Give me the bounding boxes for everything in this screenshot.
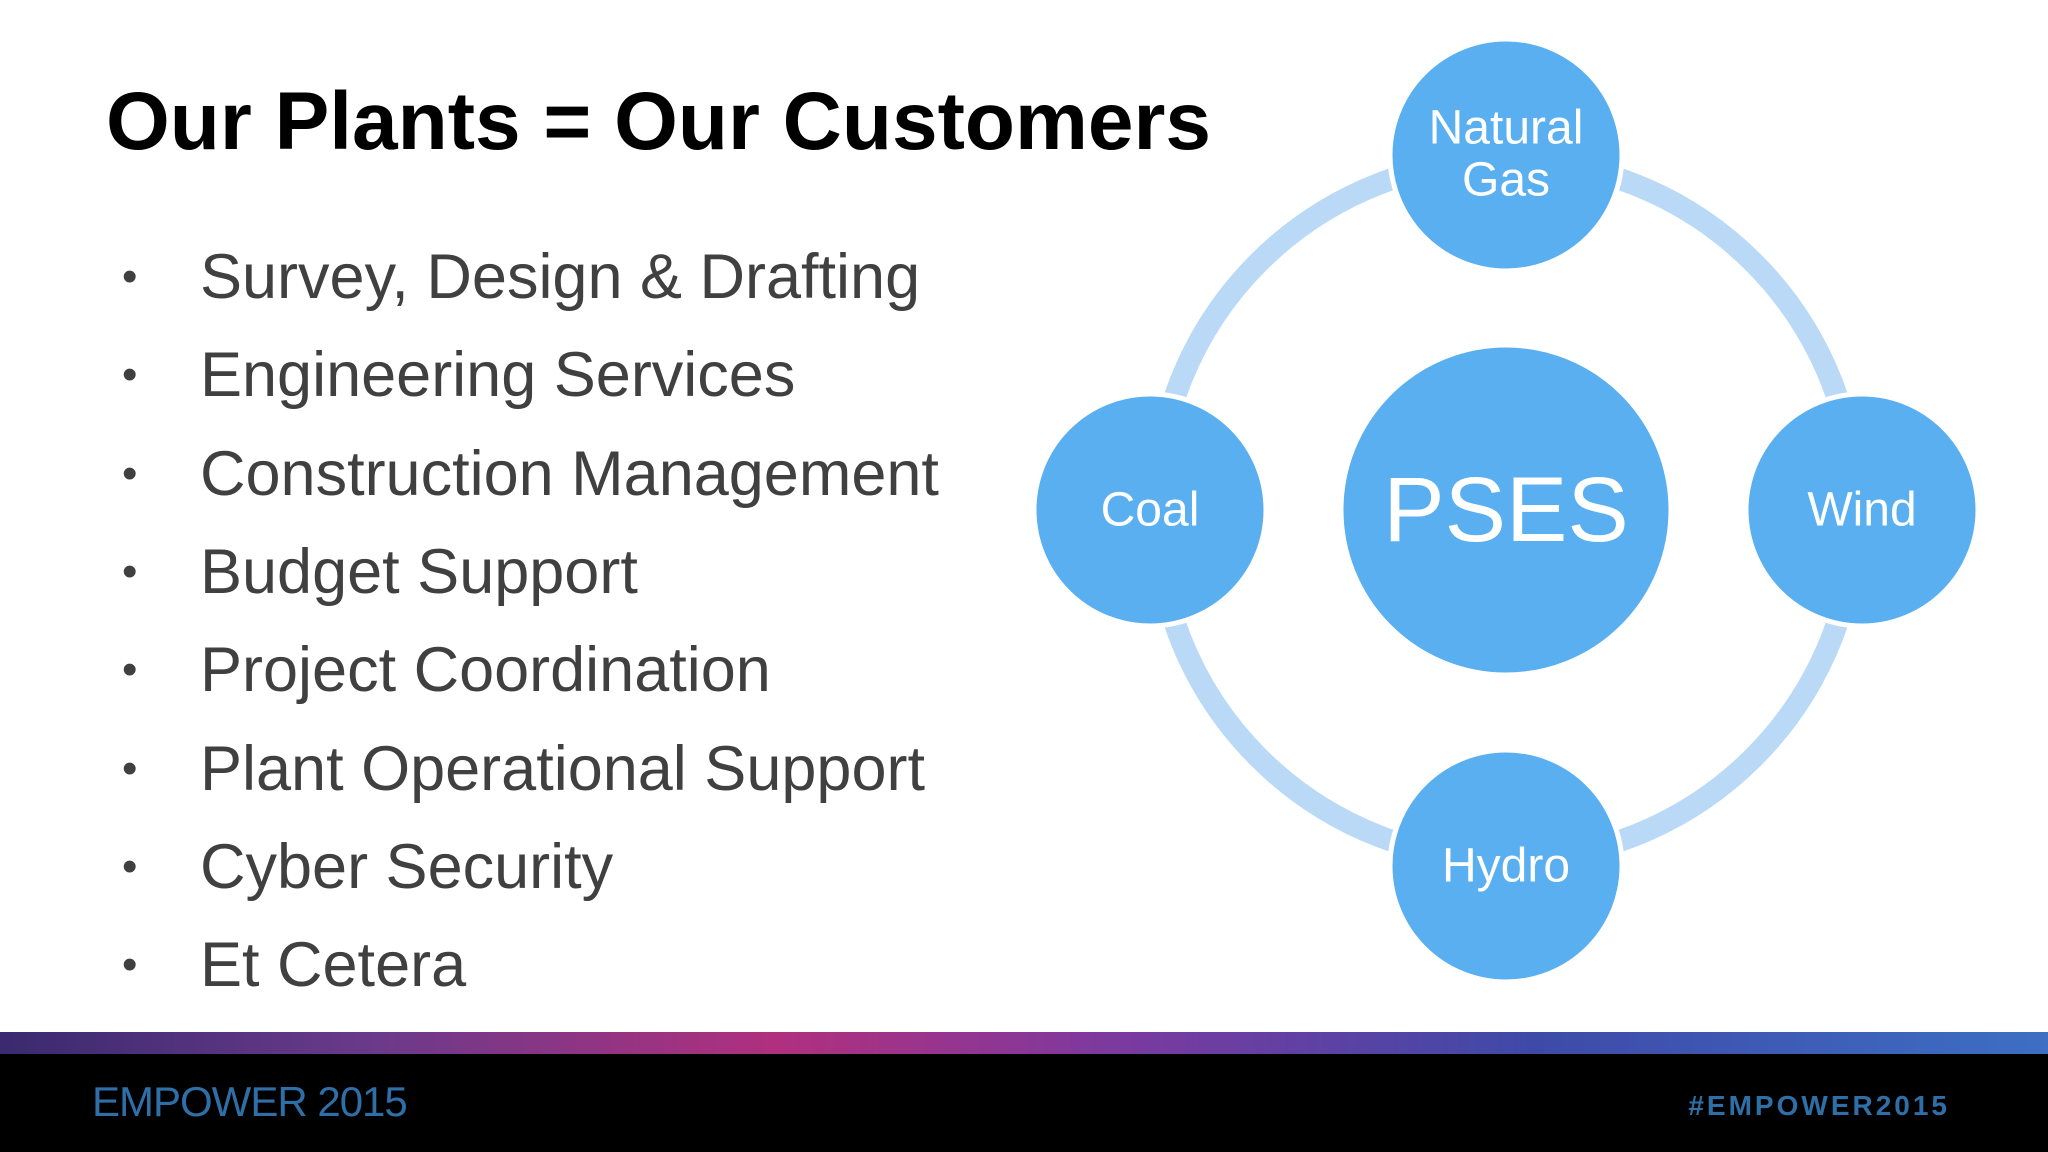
node-hydro-label: Hydro [1442, 840, 1570, 893]
cycle-diagram: PSES Natural Gas Coal Wind Hydro [1031, 36, 1981, 985]
node-natural-gas-circle [1387, 36, 1625, 274]
bullet-icon: • [122, 252, 138, 302]
bullet-text: Project Coordination [200, 635, 771, 706]
slide-title: Our Plants = Our Customers [106, 76, 1211, 167]
bullet-icon: • [122, 547, 138, 597]
center-node: PSES [1338, 342, 1674, 678]
bullet-icon: • [122, 743, 138, 793]
footer-hashtag: #EMPOWER2015 [1688, 1090, 1950, 1121]
list-item: • Engineering Services [122, 326, 939, 424]
list-item: • Project Coordination [122, 621, 939, 719]
node-wind-circle [1743, 391, 1981, 629]
footer-gradient-stripe [0, 1032, 2048, 1054]
bullet-icon: • [122, 645, 138, 695]
bullet-text: Plant Operational Support [200, 733, 925, 804]
footer-brand-logo: EMPOWER 2015 [92, 1078, 408, 1125]
bullet-text: Survey, Design & Drafting [200, 242, 921, 313]
list-item: • Construction Management [122, 425, 939, 523]
list-item: • Cyber Security [122, 818, 939, 916]
bullet-text: Engineering Services [200, 340, 796, 411]
bullet-text: Et Cetera [200, 930, 467, 1001]
node-wind-label: Wind [1807, 484, 1916, 537]
node-coal-circle [1031, 391, 1269, 629]
node-coal: Coal [1031, 391, 1269, 629]
bullet-icon: • [122, 940, 138, 990]
node-natural-gas-label-line1: Natural [1429, 102, 1584, 155]
bullet-icon: • [122, 448, 138, 498]
node-natural-gas-label-line2: Gas [1462, 154, 1550, 207]
footer-bar [0, 1054, 2048, 1152]
node-coal-label: Coal [1101, 484, 1200, 537]
bullet-text: Budget Support [200, 537, 638, 608]
bullet-icon: • [122, 841, 138, 891]
list-item: • Budget Support [122, 523, 939, 621]
list-item: • Plant Operational Support [122, 719, 939, 817]
bullet-text: Cyber Security [200, 831, 614, 902]
list-item: • Et Cetera [122, 916, 939, 1014]
node-hydro-circle [1387, 747, 1625, 985]
center-node-label: PSES [1383, 459, 1628, 561]
bullet-icon: • [122, 350, 138, 400]
center-node-circle [1338, 342, 1674, 678]
node-natural-gas: Natural Gas [1387, 36, 1625, 274]
node-wind: Wind [1743, 391, 1981, 629]
bullet-text: Construction Management [200, 438, 939, 509]
list-item: • Survey, Design & Drafting [122, 228, 939, 326]
node-hydro: Hydro [1387, 747, 1625, 985]
bullet-list: • Survey, Design & Drafting • Engineering … [122, 228, 939, 1014]
